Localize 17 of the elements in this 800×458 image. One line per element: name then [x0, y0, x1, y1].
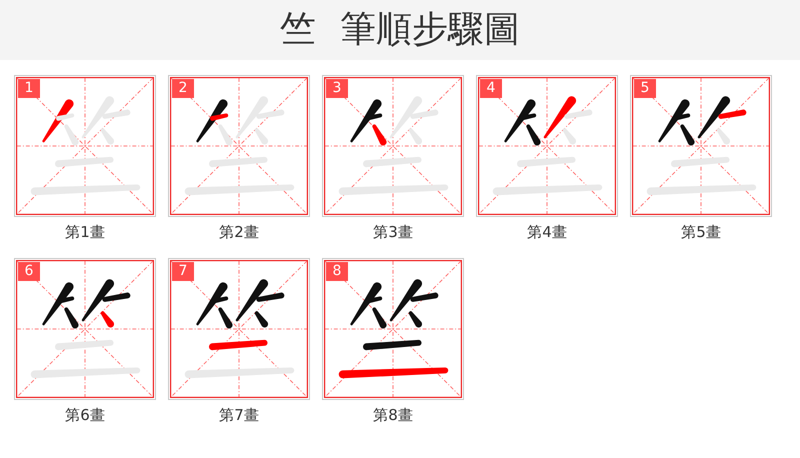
- step-number: 4: [480, 79, 502, 98]
- step-caption: 第2畫: [219, 222, 259, 242]
- step-number: 8: [326, 262, 348, 281]
- step-number: 3: [326, 79, 348, 98]
- step-caption: 第1畫: [65, 222, 105, 242]
- page-title: 竺 筆順步驟圖: [280, 8, 520, 52]
- step-number: 1: [18, 79, 40, 98]
- step-caption: 第6畫: [65, 405, 105, 425]
- step-caption: 第8畫: [373, 405, 413, 425]
- step-caption: 第4畫: [527, 222, 567, 242]
- step-caption: 第5畫: [681, 222, 721, 242]
- step-number: 7: [172, 262, 194, 281]
- step-number: 2: [172, 79, 194, 98]
- step-number: 6: [18, 262, 40, 281]
- step-caption: 第3畫: [373, 222, 413, 242]
- step-caption: 第7畫: [219, 405, 259, 425]
- step-number: 5: [634, 79, 656, 98]
